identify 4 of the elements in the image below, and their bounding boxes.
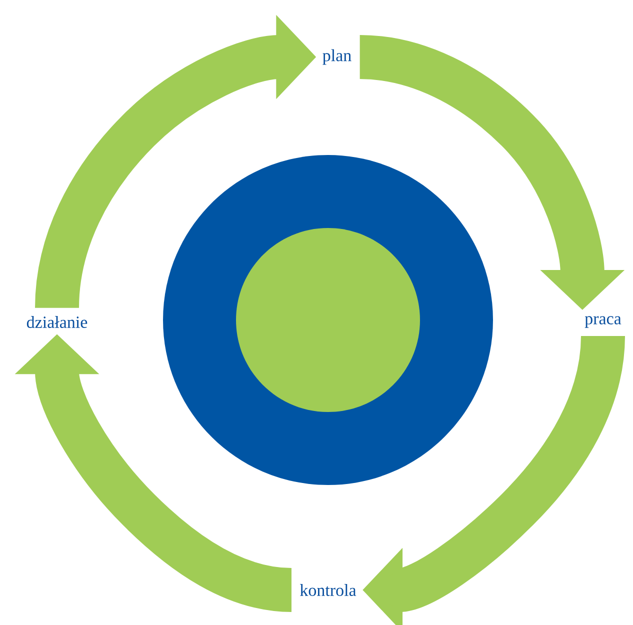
stage-label: plan [322, 49, 352, 65]
stage-label: praca [584, 316, 622, 328]
stage-label: działanie [26, 316, 88, 328]
stage-label: kontrola [300, 584, 356, 596]
